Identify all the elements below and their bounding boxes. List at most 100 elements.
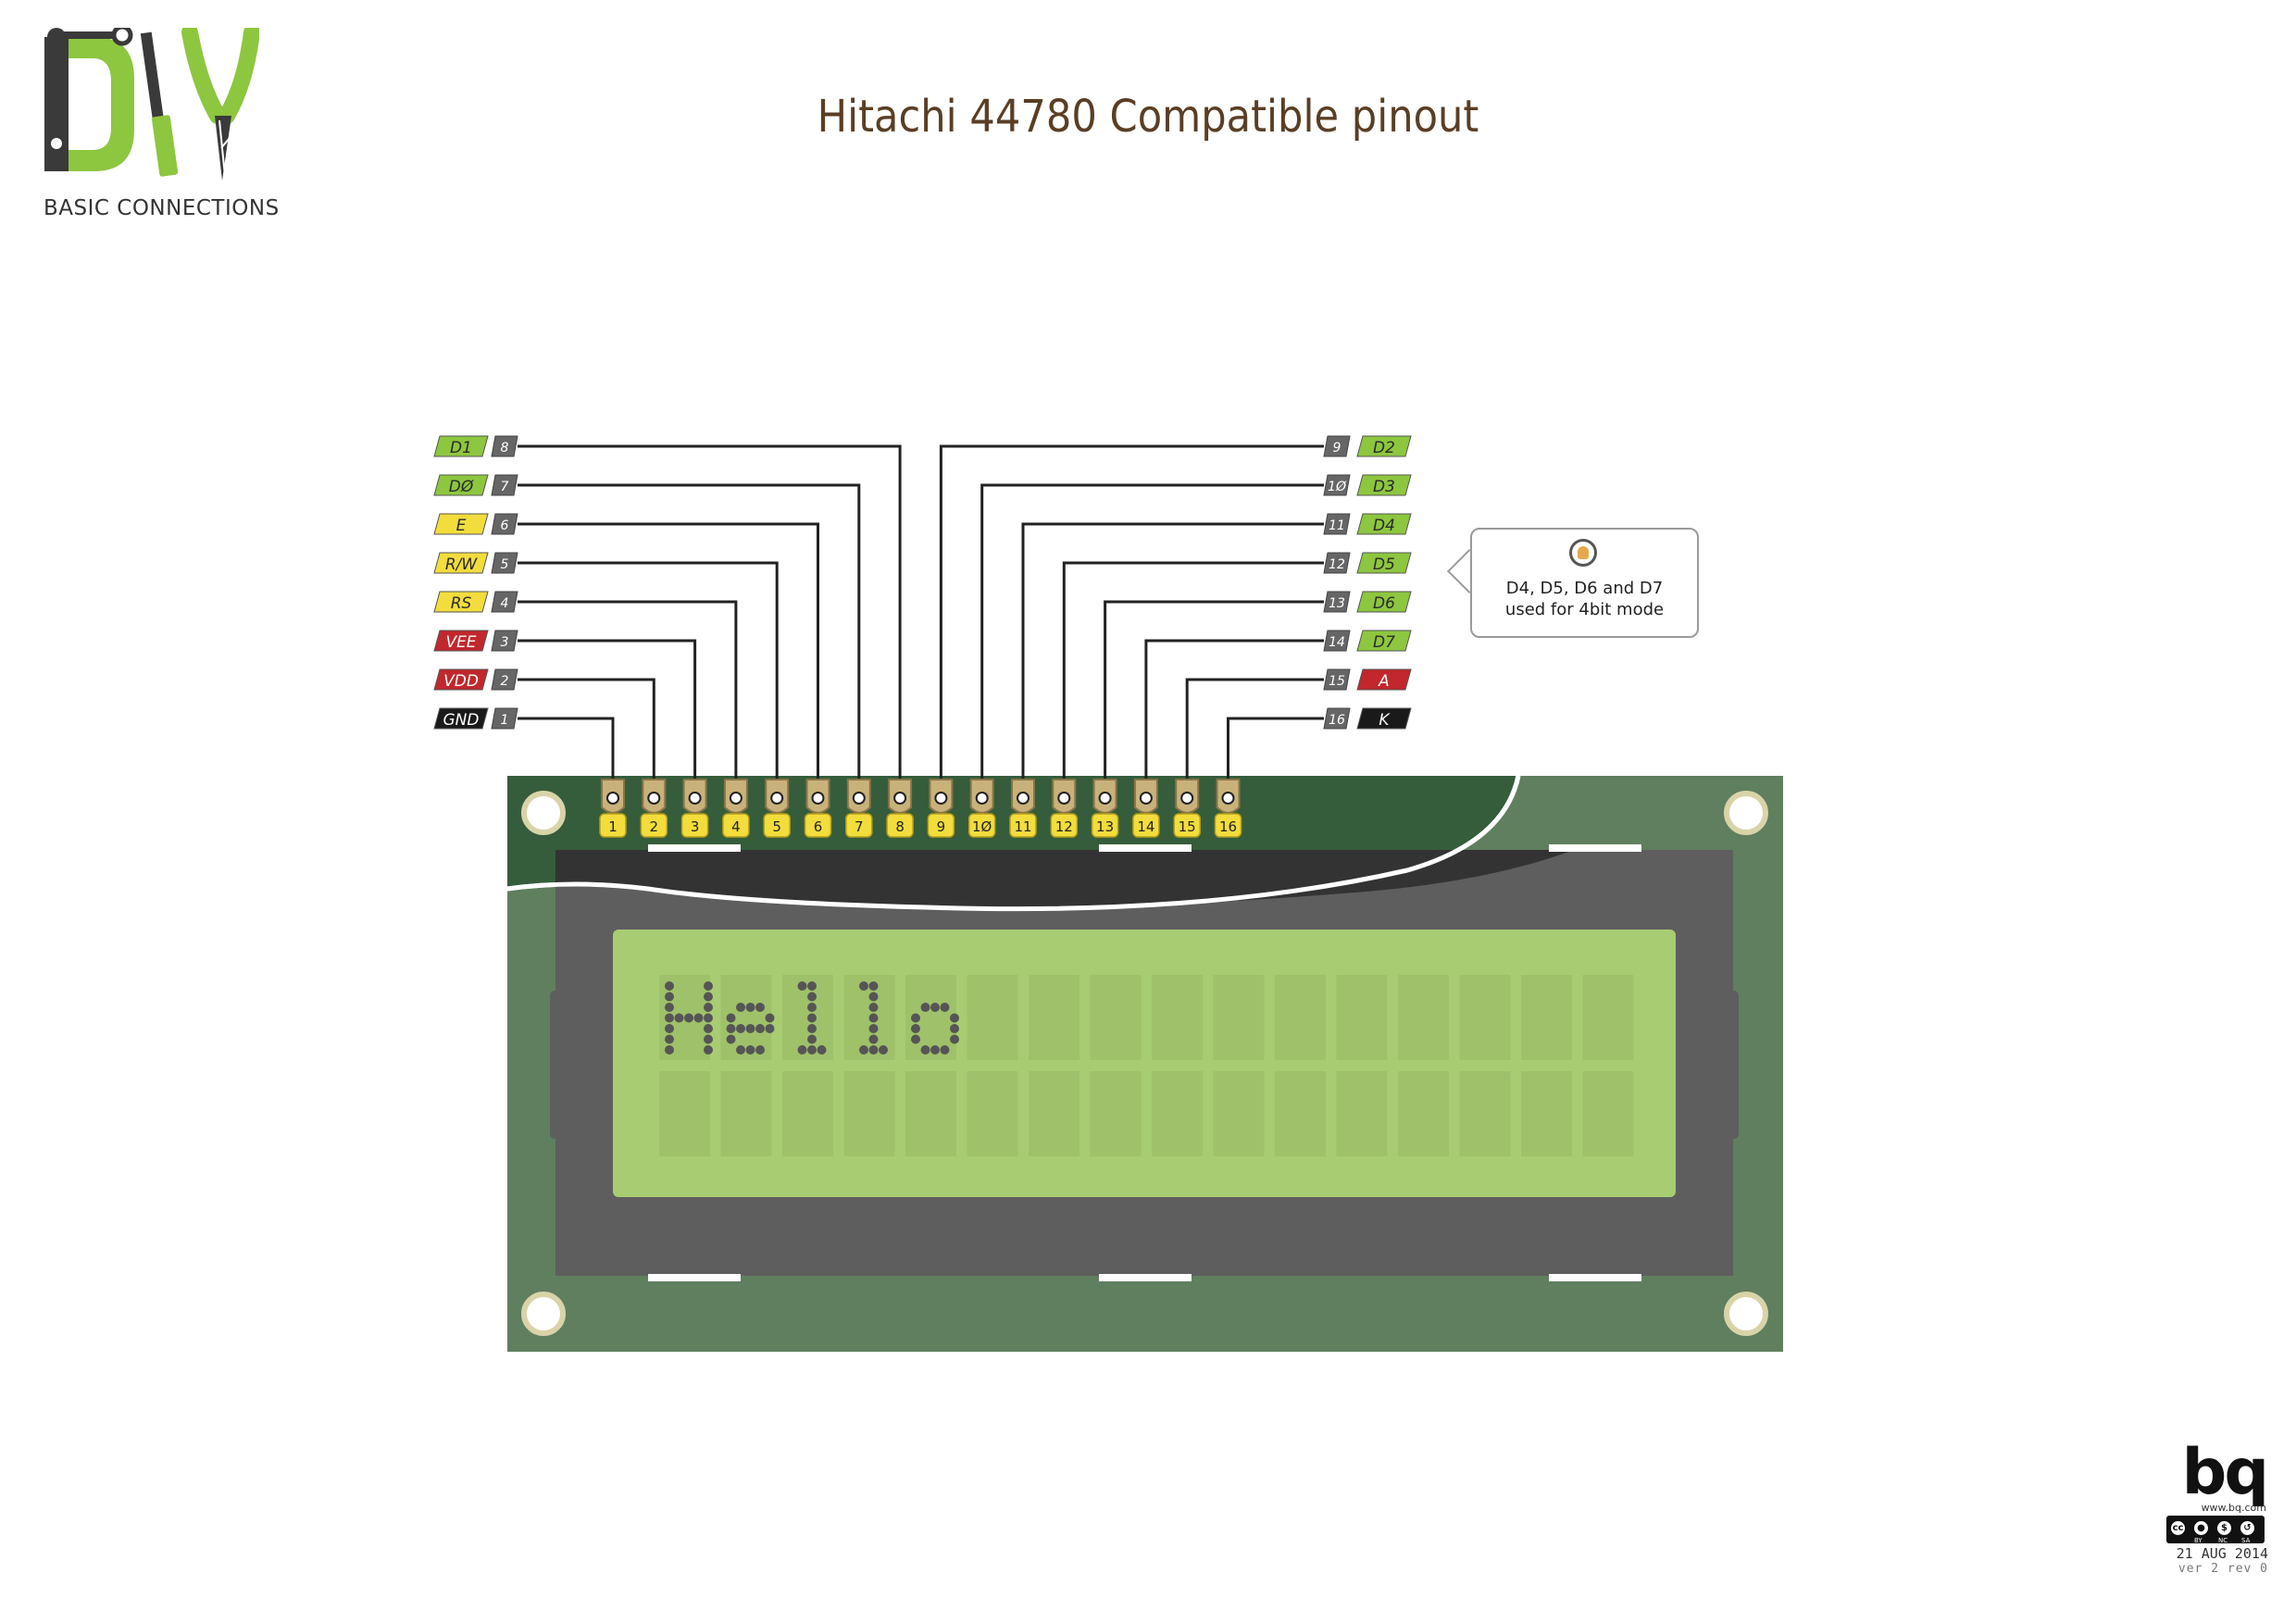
pin-label-d4: D4 11	[1323, 513, 1412, 535]
pin-label-d2: D29	[1323, 435, 1412, 457]
header-pin-4: 4	[722, 779, 750, 838]
svg-text:7: 7	[501, 480, 509, 494]
wire-pin-5	[518, 561, 779, 798]
note-line-1: D4, D5, D6 and D7	[1505, 579, 1664, 598]
sa-label: SA	[2241, 1537, 2251, 1544]
wire-pin-14	[1144, 639, 1324, 798]
svg-text:6: 6	[814, 818, 823, 835]
by-icon: ●	[2192, 1519, 2210, 1537]
wire-pin-4	[518, 600, 738, 798]
lcd-cell	[1213, 975, 1265, 1060]
svg-text:3: 3	[501, 635, 509, 650]
header-pin-13: 13	[1091, 779, 1119, 838]
svg-text:1Ø: 1Ø	[1328, 480, 1347, 494]
bq-logo: bq	[2181, 1436, 2269, 1509]
by-label: BY	[2194, 1537, 2202, 1544]
lcd-cell	[1398, 975, 1449, 1060]
svg-text:D4: D4	[1373, 517, 1395, 535]
svg-text:VEE: VEE	[445, 633, 476, 652]
svg-text:A: A	[1378, 672, 1390, 691]
lcd-cell	[1090, 975, 1142, 1060]
user-icon	[1569, 539, 1597, 567]
wire-pin-12	[1062, 561, 1324, 798]
svg-text:12: 12	[1055, 818, 1073, 835]
header-pin-7: 7	[845, 779, 873, 838]
pin-label-vdd: VDD 2	[433, 668, 518, 691]
lcd-cell	[1521, 975, 1572, 1060]
wire-pin-1	[518, 717, 615, 798]
lcd-cell	[1152, 1071, 1203, 1156]
header-pin-12: 12	[1050, 779, 1079, 838]
svg-text:4: 4	[731, 818, 741, 835]
sa-icon: ↺	[2239, 1519, 2256, 1537]
svg-text:6: 6	[501, 518, 509, 533]
revision-version: ver 2 rev 0	[2177, 1562, 2268, 1576]
lcd-cell	[1459, 1071, 1511, 1156]
header-pin-2: 2	[640, 779, 668, 838]
diy-logo	[44, 28, 259, 181]
header-pin-1: 1	[599, 779, 627, 838]
header-pin-15: 15	[1173, 779, 1201, 838]
lcd-cell	[1336, 1071, 1388, 1156]
svg-text:2: 2	[501, 674, 509, 689]
svg-text:11: 11	[1014, 818, 1031, 835]
svg-text:R/W: R/W	[445, 556, 479, 574]
lcd-character-grid	[659, 975, 1634, 1156]
lcd-cell	[1582, 1071, 1634, 1156]
lcd-cell	[967, 1071, 1018, 1156]
svg-text:E: E	[456, 517, 467, 535]
pin-label-a: A 15	[1323, 668, 1412, 691]
svg-text:14: 14	[1137, 818, 1154, 835]
header-pin-10: 1Ø	[967, 779, 996, 838]
svg-text:1Ø: 1Ø	[972, 818, 992, 835]
svg-text:D2: D2	[1373, 439, 1395, 457]
svg-text:14: 14	[1329, 635, 1345, 650]
cc-icon: cc	[2169, 1519, 2187, 1537]
svg-text:3: 3	[691, 818, 700, 835]
svg-text:11: 11	[1329, 518, 1345, 533]
wire-pin-16	[1227, 717, 1324, 798]
svg-text:8: 8	[895, 818, 905, 835]
wire-pin-6	[518, 522, 819, 798]
svg-text:15: 15	[1179, 818, 1196, 835]
lcd-cell	[1398, 1071, 1449, 1156]
wire-pin-9	[939, 444, 1324, 798]
wire-pin-3	[518, 639, 697, 798]
svg-text:2: 2	[650, 818, 659, 835]
lcd-cell	[1521, 1071, 1572, 1156]
lcd-cell	[1029, 975, 1079, 1060]
lcd-cell	[1459, 975, 1511, 1060]
mounting-holes	[521, 791, 1768, 1336]
nc-icon: $	[2215, 1519, 2233, 1537]
svg-text:D3: D3	[1373, 478, 1395, 496]
pin-wires	[518, 444, 1324, 798]
svg-text:15: 15	[1329, 674, 1345, 689]
lcd-cell	[720, 1071, 772, 1156]
svg-text:1: 1	[501, 713, 509, 728]
pin-label-vee: VEE 3	[433, 630, 518, 652]
logo-subtitle: BASIC CONNECTIONS	[44, 196, 280, 220]
lcd-cell	[1213, 1071, 1265, 1156]
pin-label-d3: D3 1Ø	[1323, 474, 1412, 496]
svg-text:16: 16	[1219, 818, 1237, 835]
svg-text:D6: D6	[1373, 594, 1395, 613]
wire-pin-15	[1185, 678, 1324, 798]
svg-text:12: 12	[1329, 557, 1345, 572]
lcd-cell	[1029, 1071, 1079, 1156]
svg-text:13: 13	[1096, 818, 1114, 835]
bq-footer: bq www.bq.com cc ● $ ↺ BY NC SA 21 AUG 2…	[2166, 1436, 2269, 1576]
svg-text:VDD: VDD	[443, 672, 479, 691]
lcd-cell	[659, 1071, 710, 1156]
wire-pin-11	[1021, 522, 1324, 798]
wire-pin-8	[518, 444, 902, 798]
svg-text:K: K	[1379, 711, 1391, 730]
